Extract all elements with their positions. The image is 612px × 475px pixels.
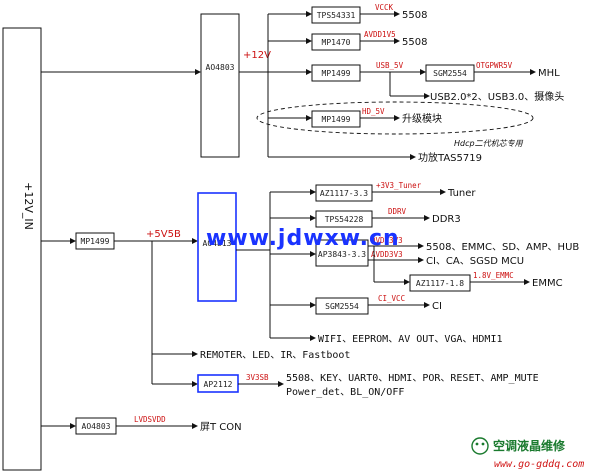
out-5508-a: 5508 (402, 10, 427, 21)
chip-mp1499-main-label: MP1499 (81, 237, 110, 246)
net-usb5v: USB_5V (376, 61, 404, 70)
chip-sgm2554-top (425, 64, 475, 82)
chip-mp1470-label: MP1470 (322, 38, 351, 47)
out-wifi: WIFI、EEPROM、AV OUT、VGA、HDMI1 (318, 334, 503, 345)
out-usb: USB2.0*2、USB3.0、摄像头 (430, 90, 564, 103)
net-lvdsvdd: LVDSVDD (134, 415, 166, 424)
chip-tps54331-label: TPS54331 (317, 11, 356, 20)
chip-az1117-33 (315, 184, 373, 202)
chip-sgm2554-ci-label: SGM2554 (325, 302, 359, 311)
net-vcck: VCCK (375, 3, 394, 12)
watermark-url: www.jdwxw.cn (206, 226, 400, 251)
net-dvdd3v3: DVDD3V3 (371, 236, 403, 245)
out-ci-ca: CI、CA、SGSD MCU (426, 256, 524, 267)
net-hd5v: HD_5V (362, 107, 385, 116)
out-stby-2: Power_det、BL_ON/OFF (286, 387, 404, 398)
chip-sgm2554-top-label: SGM2554 (433, 69, 467, 78)
out-ci: CI (432, 301, 442, 312)
chip-mp1470 (311, 33, 361, 51)
chip-az1117-33-label: AZ1117-3.3 (320, 189, 368, 198)
chip-mp1499-hd (311, 110, 361, 128)
out-upgrade-module: 升级模块 (402, 113, 442, 125)
hdcp-note: Hdcp二代机芯专用 (454, 139, 524, 148)
out-stby-1: 5508、KEY、UART0、HDMI、POR、RESET、AMP_MUTE (286, 373, 539, 384)
net-1v8-emmc: 1.8V_EMMC (473, 271, 514, 280)
chip-az1117-18-label: AZ1117-1.8 (416, 279, 464, 288)
out-remote: REMOTER、LED、IR、Fastboot (200, 350, 350, 361)
out-emmc: EMMC (532, 278, 563, 289)
chip-ao4803-bottom-label: AO4803 (82, 422, 111, 431)
chip-tps54228 (315, 210, 373, 228)
dashed-ellipse (256, 101, 534, 135)
net-ci-vcc: CI_VCC (378, 294, 405, 303)
chip-mp1499-usb-label: MP1499 (322, 69, 351, 78)
chip-az1117-18 (409, 274, 471, 292)
chip-mp1499-hd-label: MP1499 (322, 115, 351, 124)
out-5508-emmc: 5508、EMMC、SD、AMP、HUB (426, 242, 579, 253)
input-label: +12V_IN (22, 182, 35, 230)
ao4803-top-block (200, 13, 240, 158)
ao4803-top-label: AO4803 (206, 63, 235, 72)
out-tuner: Tuner (447, 188, 476, 199)
chip-ap3843-label: AP3843-3.3 (318, 250, 366, 259)
chip-tps54331 (311, 6, 361, 24)
net-avdd1v5: AVDD1V5 (364, 30, 396, 39)
net-3v3-tuner: +3V3_Tuner (376, 181, 422, 190)
watermark-brand-url: www.go-gddq.com (494, 459, 584, 470)
chip-ap2112-label: AP2112 (204, 380, 233, 389)
out-5508-b: 5508 (402, 37, 427, 48)
net-ddrv: DDRV (388, 207, 407, 216)
net-otgpwr5v: OTGPWR5V (476, 61, 513, 70)
chip-mp1499-usb (311, 64, 361, 82)
ao4813-label: AO4813 (203, 239, 232, 248)
rail-12v: +12V (243, 50, 271, 61)
rail-5v5b: +5V5B (146, 229, 181, 240)
out-tcon: 屏T CON (200, 421, 242, 433)
out-amp: 功放TAS5719 (418, 151, 482, 164)
net-3v3sb: 3V3SB (246, 373, 269, 382)
watermark-brand: 空调液晶维修 (493, 438, 566, 453)
input-block (2, 27, 42, 471)
out-mhl: MHL (538, 68, 560, 79)
net-avdd3v3: AVDD3V3 (371, 250, 403, 259)
chip-sgm2554-ci (315, 297, 369, 315)
brand-logo (471, 437, 489, 455)
chip-ap3843 (315, 239, 369, 267)
chip-tps54228-label: TPS54228 (325, 215, 364, 224)
ao4813-block (197, 192, 237, 302)
out-ddr3: DDR3 (432, 214, 461, 225)
